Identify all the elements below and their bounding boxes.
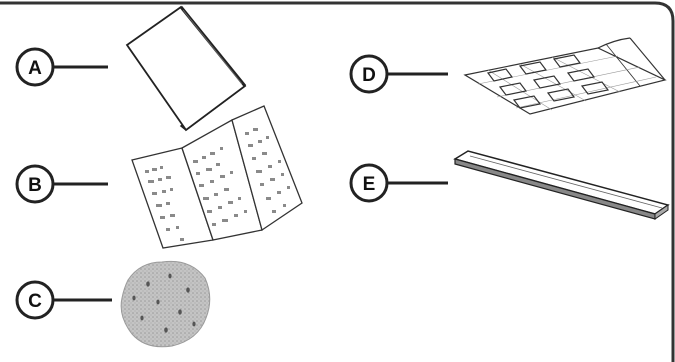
trifold-instructions [131,105,303,249]
callout-letter-d: D [362,65,376,86]
callout-a: A [15,47,108,87]
callout-letter-a: A [28,58,42,79]
callout-letter-c: C [28,291,42,312]
sanding-sponge [120,260,211,348]
trim-strip [453,150,670,220]
callout-letter-b: B [28,175,42,196]
callout-c: C [15,280,112,320]
callout-letter-e: E [363,174,376,195]
label-sheet [463,37,667,115]
callout-e: E [349,163,448,203]
callout-d: D [349,54,448,94]
manual-booklet [125,5,247,132]
callout-b: B [15,164,108,204]
